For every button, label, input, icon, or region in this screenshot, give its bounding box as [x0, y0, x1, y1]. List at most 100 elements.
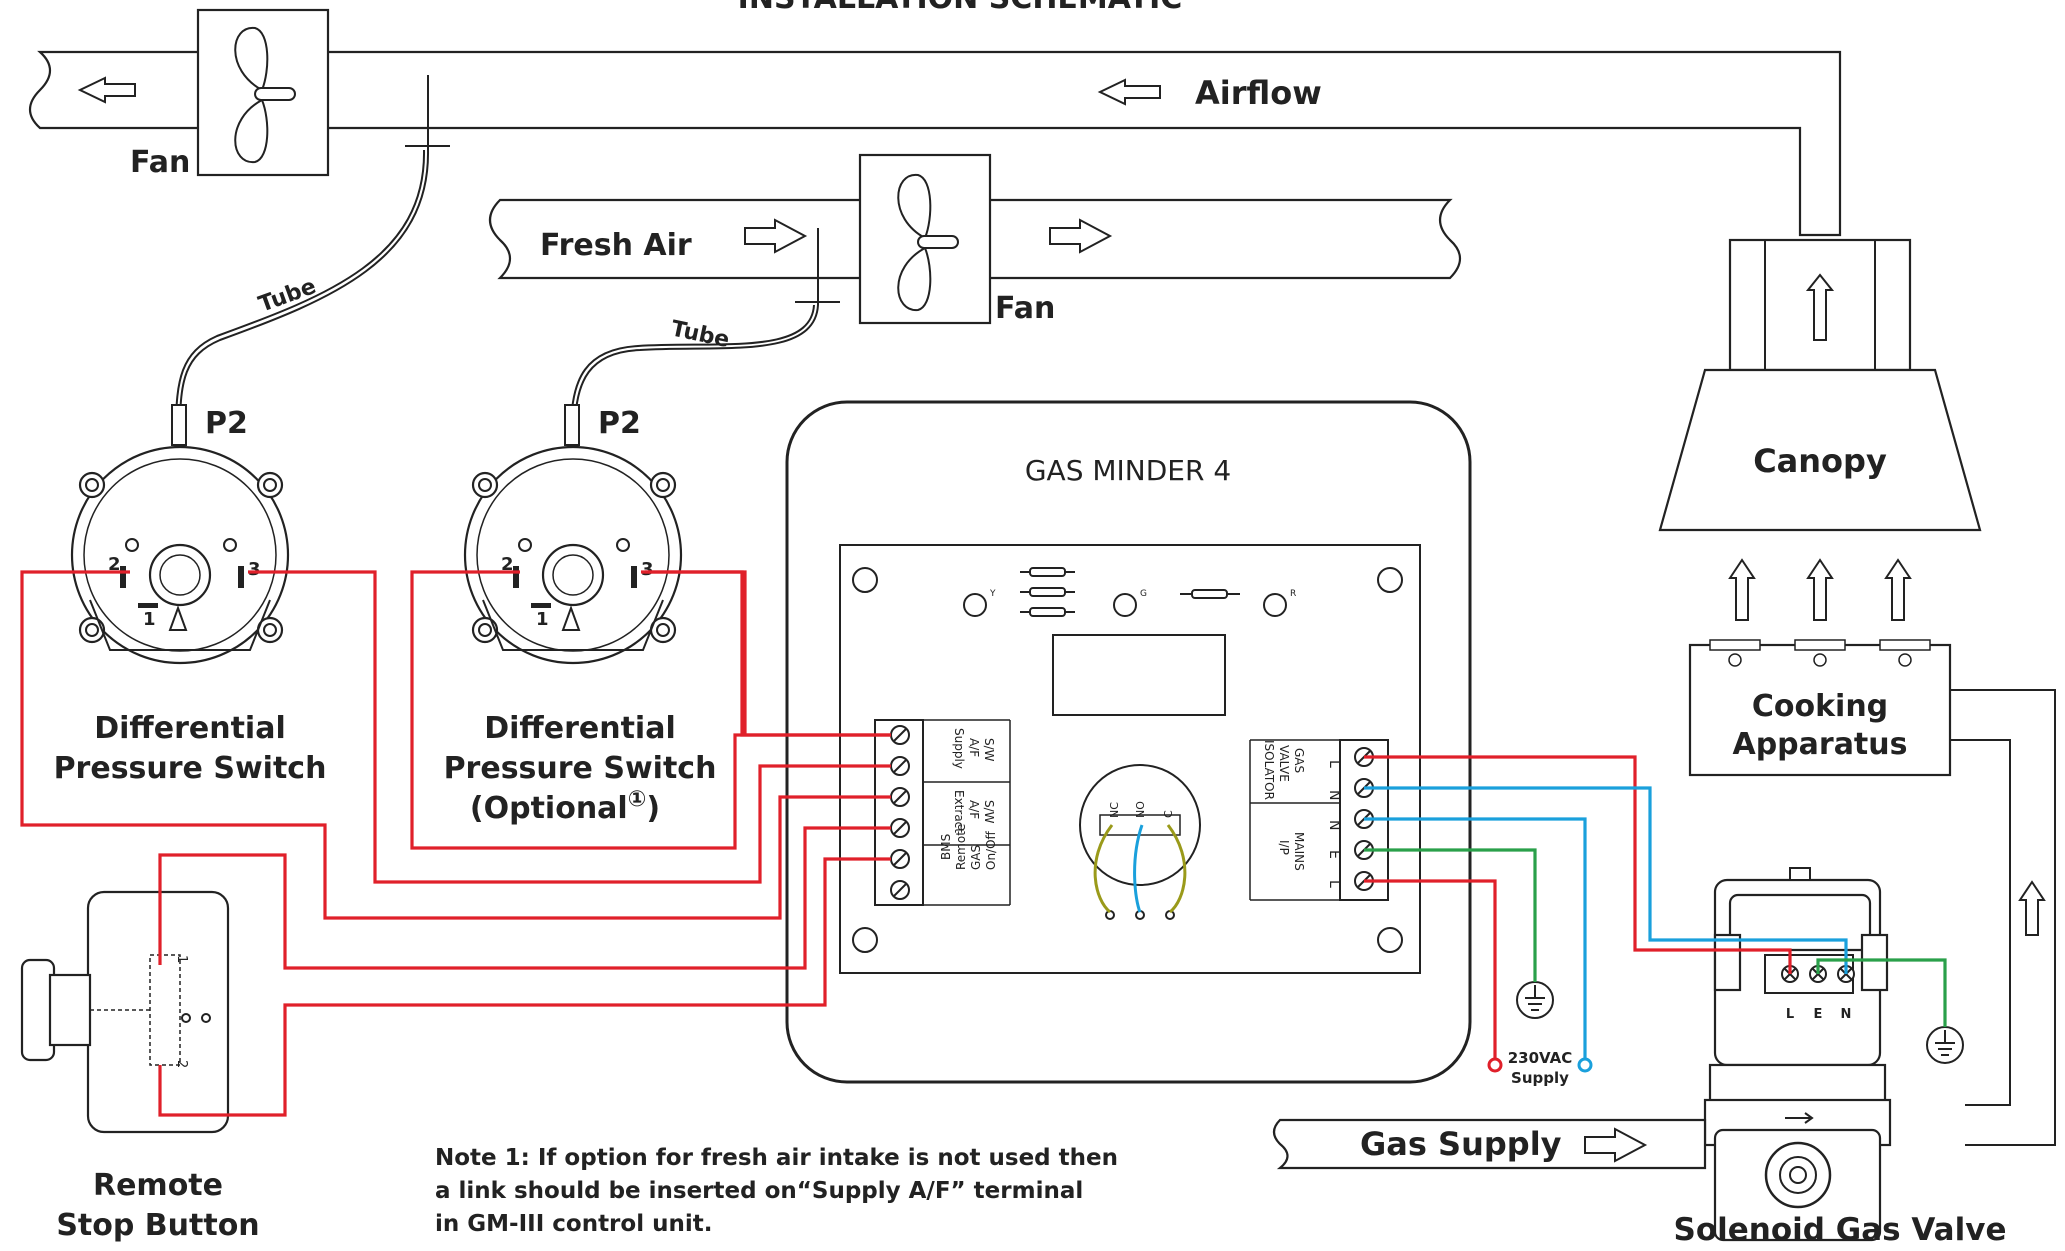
fresh-air-out-arrow-icon: [1049, 218, 1113, 254]
schematic-header: INSTALLATION SCHEMATIC: [738, 0, 1183, 16]
gas-valve-iso-1: GAS: [1292, 748, 1306, 773]
valve-pin-e: E: [1814, 1007, 1823, 1022]
svg-text:G: G: [1140, 589, 1147, 599]
extract-tube: [179, 149, 430, 431]
airflow-label: Airflow: [1195, 74, 1322, 112]
svg-text:C: C: [1162, 810, 1175, 818]
control-pcb: [839, 544, 1421, 974]
resistor-icons: [1020, 567, 1240, 617]
canopy-up-arrow-icon: [1805, 273, 1835, 341]
extract-af-label-1: Extract: [952, 790, 966, 833]
gas-valve-iso-3: ISOLATOR: [1262, 740, 1276, 800]
gas-supply-label: Gas Supply: [1360, 1125, 1562, 1163]
extract-fan-icon: [196, 8, 330, 177]
extract-pitot-probe: [405, 75, 450, 150]
supply-230-label-2: Supply: [1511, 1069, 1569, 1087]
cooking-apparatus: [1688, 639, 1952, 777]
right-switch-port-1: 1: [536, 609, 549, 630]
controller-title: GAS MINDER 4: [1025, 454, 1231, 487]
supply-af-label-3: S/W: [982, 738, 996, 762]
extract-duct: [28, 50, 1842, 237]
gas-supply-pipe: [1272, 1118, 1707, 1170]
note-line-2: a link should be inserted on“Supply A/F”…: [435, 1178, 1083, 1204]
extract-fan-label: Fan: [130, 145, 190, 180]
led-yellow-icon: Y: [963, 589, 996, 617]
iso-pin-l: L: [1326, 760, 1342, 768]
earth-symbol-icon: [1516, 981, 1554, 1019]
mains-pin-l: L: [1326, 880, 1342, 888]
supply-fan-icon: [858, 153, 992, 325]
right-switch-title-3: (Optional①): [470, 787, 660, 826]
remote-stop-label-2: Stop Button: [56, 1208, 259, 1243]
mains-ip-1: MAINS: [1292, 832, 1306, 871]
fresh-air-label: Fresh Air: [540, 228, 692, 263]
extract-af-label-3: S/W: [982, 800, 996, 824]
supply-live-terminal: [1487, 1057, 1503, 1073]
remote-stop-label-1: Remote: [93, 1168, 223, 1203]
gas-supply-arrow-icon: [1584, 1127, 1648, 1163]
wiring-blue: [1364, 786, 1848, 1060]
heat-up-arrows-icon: [1728, 558, 1912, 621]
svg-text:1: 1: [174, 955, 189, 963]
fresh-air-arrow-icon: [744, 218, 808, 254]
supply-pitot-probe: [795, 228, 840, 305]
gas-valve-iso-2: VALVE: [1277, 745, 1291, 782]
display-window: [1052, 634, 1226, 716]
cooking-label-1: Cooking: [1752, 689, 1888, 724]
pressure-switch-left: 2 3 1: [70, 404, 290, 665]
right-p2-label: P2: [598, 406, 641, 441]
valve-pin-l: L: [1786, 1007, 1794, 1022]
left-terminal-block: [874, 719, 1011, 906]
left-p2-label: P2: [205, 406, 248, 441]
solenoid-gas-valve: [1703, 867, 1892, 1242]
left-switch-port-3: 3: [248, 559, 261, 580]
led-red-icon: R: [1263, 589, 1296, 617]
pressure-switch-right: 2 3 1: [463, 404, 683, 665]
led-green-icon: G: [1113, 589, 1147, 617]
left-switch-title-1: Differential: [94, 711, 285, 746]
svg-text:NO: NO: [1134, 801, 1147, 818]
svg-text:R: R: [1290, 589, 1296, 599]
svg-text:NC: NC: [1108, 802, 1121, 818]
supply-tube: [574, 304, 819, 431]
right-switch-port-3: 3: [641, 559, 654, 580]
valve-earth-symbol-icon: [1926, 1026, 1964, 1064]
mains-pin-e: E: [1326, 850, 1342, 859]
remote-stop-button: 1 2: [20, 890, 230, 1134]
cooking-label-2: Apparatus: [1732, 727, 1907, 762]
bms-label-2: Remote: [954, 824, 968, 870]
supply-neutral-terminal: [1577, 1057, 1593, 1073]
left-switch-port-1: 1: [143, 609, 156, 630]
gas-pipe-to-apparatus: [1950, 689, 2056, 1146]
right-switch-port-2: 2: [501, 554, 514, 575]
bms-label-3: GAS: [969, 845, 983, 870]
note-line-1: Note 1: If option for fresh air intake i…: [435, 1145, 1118, 1171]
supply-af-label-2: A/F: [967, 738, 981, 757]
valve-pin-n: N: [1841, 1007, 1852, 1022]
iso-pin-n: N: [1326, 790, 1342, 800]
supply-af-label-1: Supply: [952, 728, 966, 769]
supply-fan-label: Fan: [995, 291, 1055, 326]
svg-text:2: 2: [174, 1060, 189, 1068]
canopy: [1658, 238, 1982, 532]
bms-label-1: BMS: [939, 834, 953, 860]
wiring-red: [20, 570, 1792, 1117]
supply-230-label-1: 230VAC: [1508, 1049, 1573, 1067]
left-switch-port-2: 2: [108, 554, 121, 575]
extract-tube-label: Tube: [256, 274, 320, 318]
left-switch-title-2: Pressure Switch: [54, 751, 327, 786]
relay-icon: NC NO C: [1079, 764, 1201, 920]
right-switch-title-2: Pressure Switch: [444, 751, 717, 786]
gas-up-arrow-icon: [2018, 880, 2046, 936]
airflow-left-arrow-icon: [77, 76, 136, 104]
extract-af-label-2: A/F: [967, 800, 981, 819]
mains-ip-2: I/P: [1277, 840, 1291, 855]
right-switch-title-1: Differential: [484, 711, 675, 746]
solenoid-label: Solenoid Gas Valve: [1674, 1212, 2007, 1247]
mains-pin-n: N: [1326, 820, 1342, 830]
airflow-arrow-icon: [1097, 78, 1161, 106]
svg-text:Y: Y: [989, 589, 996, 599]
bms-label-4: On/Off: [984, 830, 998, 870]
canopy-label: Canopy: [1753, 442, 1887, 480]
